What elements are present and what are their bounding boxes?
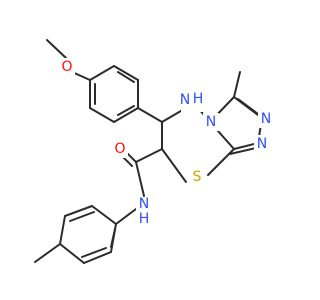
ring-sulfur-label: S xyxy=(193,169,202,185)
carbonyl-oxygen-label: O xyxy=(114,141,125,157)
amide-hydrogen-label: H xyxy=(139,211,150,227)
molecule-svg: O N H N N N S O N H xyxy=(34,39,272,264)
triazole-nitrogen-lower-label: N xyxy=(257,136,267,152)
ring-amine-nitrogen-label: N xyxy=(180,92,190,108)
triazole-nitrogen-upper-label: N xyxy=(261,111,271,127)
structure-diagram: O N H N N N S O N H xyxy=(34,39,272,264)
ring-nitrogen-label: N xyxy=(206,114,216,130)
ring-amine-hydrogen-label: H xyxy=(193,91,204,107)
methoxy-oxygen-label: O xyxy=(61,59,72,75)
amide-nitrogen-label: N xyxy=(139,196,149,212)
